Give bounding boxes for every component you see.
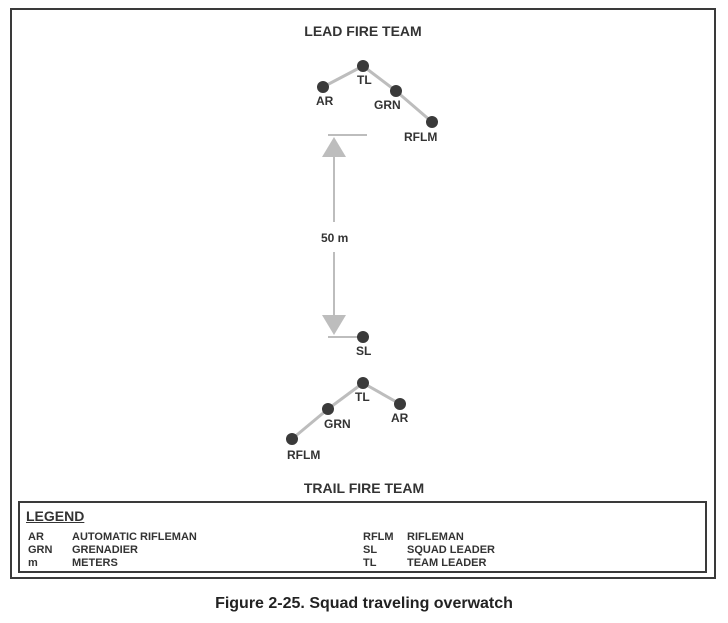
lead-tl-node [357, 60, 369, 72]
legend-meaning: RIFLEMAN [407, 531, 464, 543]
lead-ar-node [317, 81, 329, 93]
lead-grn-label: GRN [374, 98, 401, 112]
lead-rflm-label: RFLM [404, 130, 437, 144]
trail-grn-label: GRN [324, 417, 351, 431]
lead-fire-team-title: LEAD FIRE TEAM [304, 23, 421, 39]
legend-abbr: GRN [28, 544, 53, 556]
figure-caption: Figure 2-25. Squad traveling overwatch [215, 595, 513, 612]
lead-grn-node [390, 85, 402, 97]
distance-label: 50 m [321, 231, 348, 245]
legend-abbr: SL [363, 544, 378, 556]
trail-rflm-node [286, 433, 298, 445]
sl-label: SL [356, 344, 371, 358]
legend-abbr: m [28, 557, 38, 569]
diagram-frame [10, 8, 716, 579]
trail-ar-label: AR [391, 411, 409, 425]
trail-team-links [291, 381, 401, 441]
legend-title: LEGEND [26, 508, 85, 524]
legend-box: LEGEND AR AUTOMATIC RIFLEMAN GRN GRENADI… [18, 501, 707, 573]
legend-meaning: SQUAD LEADER [407, 544, 496, 556]
legend-meaning: METERS [72, 557, 118, 569]
legend-meaning: GRENADIER [72, 544, 139, 556]
legend-abbr: RFLM [363, 531, 394, 543]
legend-meaning: AUTOMATIC RIFLEMAN [72, 531, 197, 543]
lead-ar-label: AR [316, 94, 334, 108]
legend-abbr: AR [28, 531, 44, 543]
lead-rflm-node [426, 116, 438, 128]
legend-abbr: TL [363, 557, 377, 569]
trail-fire-team-title: TRAIL FIRE TEAM [304, 480, 424, 496]
lead-team-links [322, 64, 433, 124]
trail-tl-label: TL [355, 390, 370, 404]
sl-node [357, 331, 369, 343]
lead-tl-label: TL [357, 73, 372, 87]
legend-meaning: TEAM LEADER [407, 557, 487, 569]
trail-rflm-label: RFLM [287, 448, 320, 462]
distance-marker [322, 134, 367, 338]
trail-tl-node [357, 377, 369, 389]
trail-grn-node [322, 403, 334, 415]
trail-ar-node [394, 398, 406, 410]
